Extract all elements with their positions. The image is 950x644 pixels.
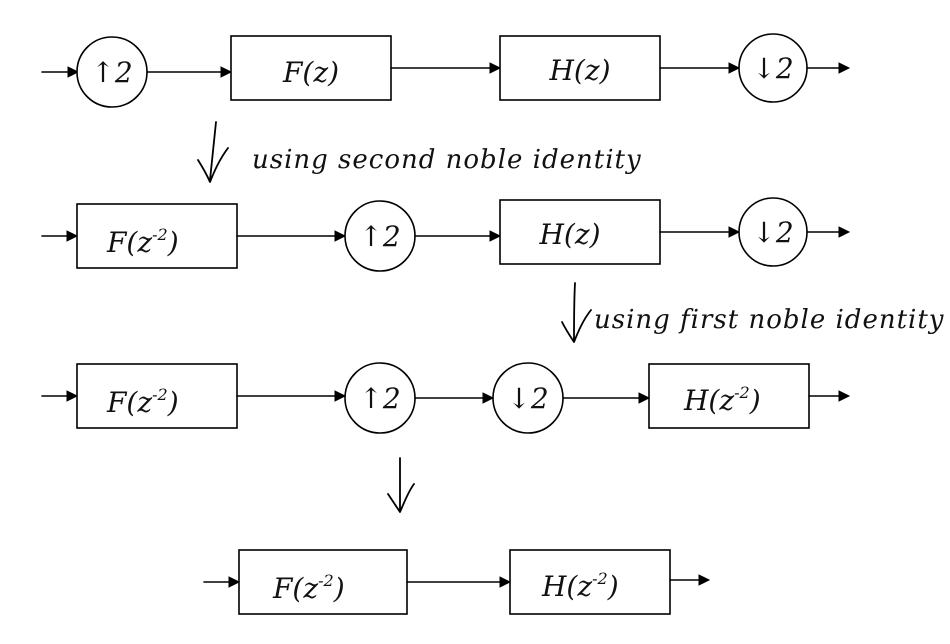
- row1-downsampler-label: ↓2: [752, 52, 793, 85]
- row2-f-block: [76, 203, 238, 269]
- row4-h-main: H(z: [541, 570, 592, 603]
- row-2: F(z-2) ↑2 H(z) ↓2: [41, 197, 851, 272]
- row3-h-close: ): [749, 384, 761, 417]
- row3-upsampler-label: ↑2: [359, 382, 400, 415]
- row2-arrowhead-down: [728, 226, 741, 238]
- row2-downsampler-label: ↓2: [752, 216, 793, 249]
- transition2-down-arrow: [561, 282, 592, 343]
- row3-downsampler-label: ↓2: [507, 382, 548, 415]
- row3-output-arrowhead: [838, 390, 851, 402]
- row4-f-main: F(z: [272, 572, 318, 605]
- row4-output-arrowhead: [698, 574, 711, 586]
- row2-f-close: ): [167, 226, 179, 259]
- row3-arrowhead-h: [638, 392, 651, 404]
- row3-f-main: F(z: [106, 386, 152, 419]
- row1-input-arrowhead: [67, 66, 80, 78]
- row-3: F(z-2) ↑2 ↓2 H(z-2): [41, 362, 851, 434]
- row2-arrowhead-up: [334, 230, 347, 242]
- row4-arrowhead-h: [499, 576, 512, 588]
- transition1-note: using second noble identity: [252, 145, 642, 175]
- row2-f-sup: -2: [152, 225, 168, 244]
- row1-output-arrowhead: [838, 62, 851, 74]
- row4-f-label: F(z-2): [272, 571, 345, 605]
- row2-f-label: F(z-2): [106, 225, 179, 259]
- row4-input-arrowhead: [228, 576, 241, 588]
- row1-upsampler-label: ↑2: [91, 56, 132, 89]
- row2-input-arrowhead: [66, 230, 79, 242]
- row-4: F(z-2) H(z-2): [203, 549, 711, 615]
- row1-f-label: F(z): [282, 56, 339, 89]
- row2-arrowhead-h: [489, 230, 502, 242]
- transition1-down-arrow: [197, 121, 229, 183]
- row1-arrowhead-down: [728, 62, 741, 74]
- row2-upsampler-label: ↑2: [359, 220, 400, 253]
- row2-h-block: [499, 199, 661, 265]
- transition-2: using first noble identity: [561, 282, 944, 343]
- row3-h-main: H(z: [683, 384, 734, 417]
- row4-h-block: [509, 549, 671, 615]
- transition-1: using second noble identity: [197, 121, 642, 183]
- row4-h-close: ): [607, 570, 619, 603]
- row4-f-close: ): [333, 572, 345, 605]
- transition3-down-arrow: [387, 457, 415, 513]
- transition-3: [387, 457, 415, 513]
- row-1: ↑2 F(z) H(z) ↓2: [41, 33, 851, 108]
- row4-h-sup: -2: [592, 569, 608, 588]
- row4-f-block: [238, 549, 408, 615]
- row3-f-sup: -2: [152, 385, 168, 404]
- row2-h-label: H(z): [538, 218, 600, 251]
- row1-arrowhead-h: [489, 62, 502, 74]
- row4-f-sup: -2: [318, 571, 334, 590]
- row1-h-label: H(z): [548, 54, 610, 87]
- row1-arrowhead-f: [220, 66, 233, 78]
- row3-f-close: ): [167, 386, 179, 419]
- row2-output-arrowhead: [838, 226, 851, 238]
- transition2-note: using first noble identity: [594, 305, 944, 335]
- row2-f-main: F(z: [106, 226, 152, 259]
- row3-arrowhead-down: [482, 392, 495, 404]
- row3-h-block: [648, 363, 810, 429]
- row3-input-arrowhead: [66, 390, 79, 402]
- row3-f-label: F(z-2): [106, 385, 179, 419]
- row1-f-block: [230, 35, 392, 101]
- row3-arrowhead-up: [334, 390, 347, 402]
- row3-h-sup: -2: [734, 383, 750, 402]
- row1-h-block: [499, 35, 661, 101]
- row4-h-label: H(z-2): [541, 569, 619, 603]
- row3-h-label: H(z-2): [683, 383, 761, 417]
